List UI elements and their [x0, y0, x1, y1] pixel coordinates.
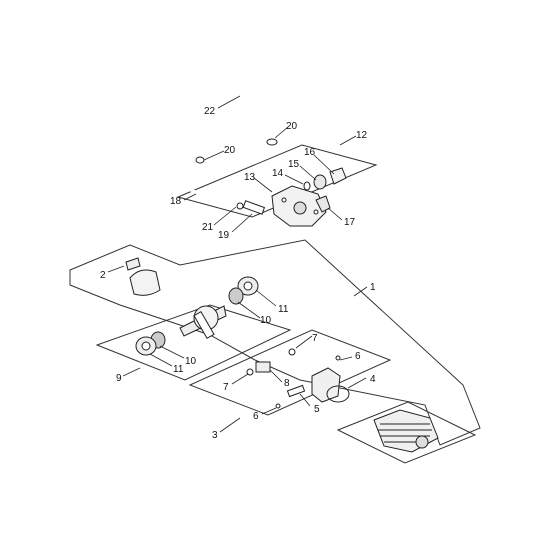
- callout-1: 1: [370, 282, 376, 293]
- callout-6: 6: [355, 351, 361, 362]
- callout-17: 17: [344, 217, 356, 228]
- callout-22: 22: [204, 106, 216, 117]
- clamp-20-top: [266, 138, 278, 146]
- oil-seal-holder-2: [129, 269, 161, 296]
- piston-5: [311, 367, 341, 403]
- washer-21: [236, 202, 244, 210]
- group-outline-crankshaft: [95, 304, 292, 381]
- group-outline-oil-pump: [176, 144, 378, 218]
- callout-10: 10: [260, 315, 272, 326]
- oil-tube-22: [211, 91, 275, 138]
- bearing-11-bottom-inner: [141, 341, 151, 351]
- leader-lines: [107, 95, 368, 433]
- callout-19: 19: [218, 230, 230, 241]
- screw-17: [315, 195, 331, 213]
- circlip-7-top: [288, 348, 296, 356]
- callout-16: 16: [304, 147, 316, 158]
- callout-10: 10: [185, 356, 197, 367]
- circlip-7-bottom: [246, 368, 254, 376]
- group-outline-piston: [188, 329, 392, 416]
- callout-8: 8: [284, 378, 290, 389]
- callout-13: 13: [244, 172, 256, 183]
- plug-16: [329, 167, 347, 185]
- callout-15: 15: [288, 159, 300, 170]
- callout-20: 20: [224, 145, 236, 156]
- callout-20: 20: [286, 121, 298, 132]
- callout-4: 4: [370, 374, 376, 385]
- worm-gear-19: [242, 200, 266, 215]
- seal-10-top: [228, 287, 244, 305]
- oil-pump-hole: [293, 201, 307, 215]
- callout-12: 12: [356, 130, 368, 141]
- callout-6: 6: [253, 411, 259, 422]
- seal-14: [303, 181, 311, 191]
- callout-7: 7: [223, 382, 229, 393]
- oil-pump-bolt-a: [281, 197, 287, 203]
- oil-hose-18-inner: [162, 154, 237, 206]
- callout-11: 11: [278, 304, 289, 315]
- callout-21: 21: [202, 222, 214, 233]
- group-outline-crankcase: [69, 239, 481, 446]
- callout-2: 2: [100, 270, 106, 281]
- callout-5: 5: [314, 404, 320, 415]
- piston-ring-4: [326, 385, 350, 403]
- connecting-rod: [193, 311, 215, 339]
- callout-9: 9: [116, 373, 122, 384]
- retainer-6-bottom: [275, 403, 281, 409]
- retainer-6-top: [335, 355, 341, 361]
- spring-15: [313, 174, 327, 190]
- callout-7: 7: [312, 333, 318, 344]
- cylinder-port: [415, 435, 429, 449]
- piston-pin-5: [286, 384, 306, 398]
- oil-pump-bolt-b: [313, 209, 319, 215]
- group-outline-cylinder: [336, 401, 477, 464]
- callout-18: 18: [170, 196, 182, 207]
- oil-tube-22-inner: [211, 90, 276, 138]
- cylinder: [373, 409, 439, 453]
- clamp-20-left: [195, 156, 205, 164]
- needle-bearing-8: [255, 361, 271, 373]
- bearing-11-top-inner: [243, 281, 253, 291]
- bolt-2: [125, 257, 141, 271]
- callout-14: 14: [272, 168, 284, 179]
- callout-11: 11: [173, 364, 184, 375]
- callout-3: 3: [212, 430, 218, 441]
- cylinder-fins: [378, 423, 432, 443]
